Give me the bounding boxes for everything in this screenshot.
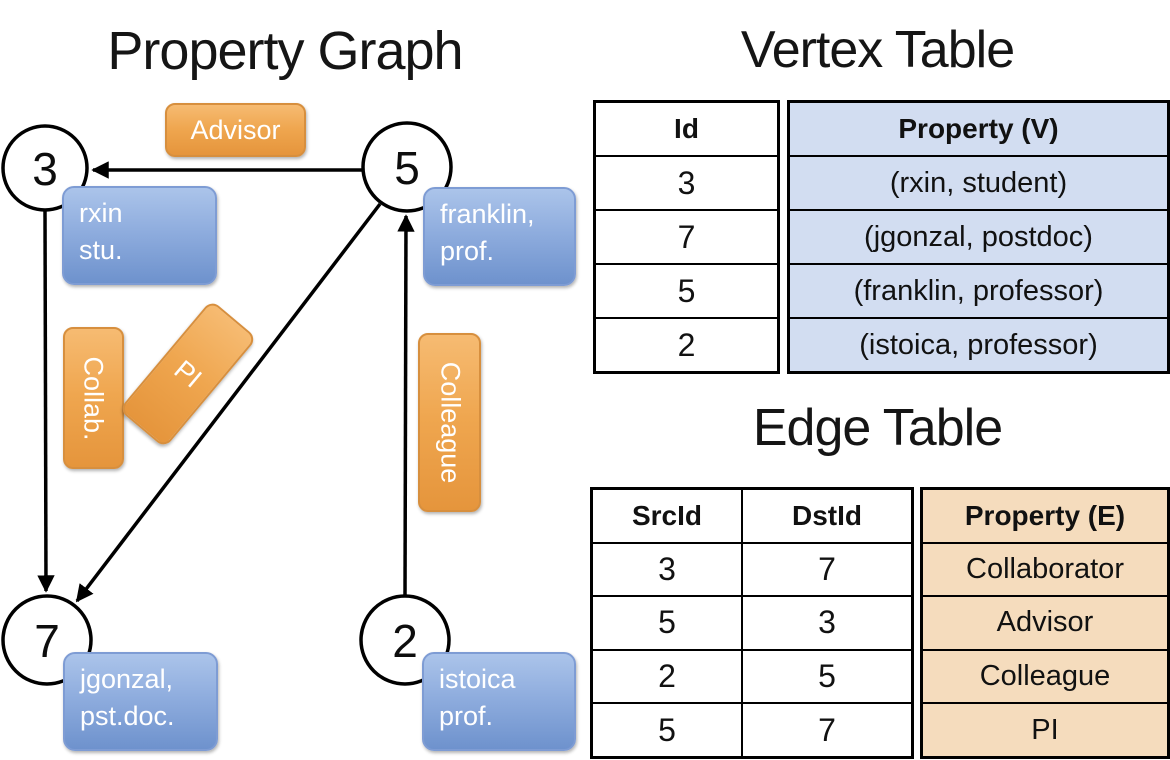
node-5-label: 5: [394, 142, 420, 194]
vertex-prop-3-line2: stu.: [79, 235, 123, 265]
vertex-table-header-property: Property (V): [898, 113, 1059, 144]
vertex-id-cell: 2: [596, 317, 777, 371]
edge-table-header-srcid: SrcId: [631, 499, 703, 531]
node-3-label: 3: [32, 143, 58, 195]
vertex-property-cell: (rxin, student): [790, 155, 1167, 209]
edge-property-cell: Advisor: [923, 595, 1167, 649]
edge-table-title: Edge Table: [752, 399, 1003, 457]
vertex-table-header-id: Id: [674, 113, 699, 144]
vertex-table-id-column: Id 3 7 5 2: [593, 100, 780, 374]
vertex-property-cell: (istoica, professor): [790, 317, 1167, 371]
vertex-prop-box-5: franklin, prof.: [423, 187, 576, 286]
vertex-prop-3-line1: rxin: [79, 198, 123, 228]
vertex-prop-box-2: istoica prof.: [422, 652, 576, 751]
vertex-prop-box-7: jgonzal, pst.doc.: [63, 652, 218, 751]
vertex-property-cell: (franklin, professor): [790, 263, 1167, 317]
property-graph-title: Property Graph: [107, 21, 463, 81]
edge-src-cell: 3: [658, 550, 676, 587]
vertex-prop-2-line2: prof.: [439, 701, 494, 731]
vertex-table-title: Vertex Table: [740, 21, 1015, 79]
vertex-prop-7-line2: pst.doc.: [80, 701, 175, 731]
edge-label-collab: Collab.: [63, 327, 124, 469]
edge-label-colleague: Colleague: [418, 333, 481, 512]
edge-dst-cell: 5: [741, 650, 911, 703]
edge-table-id-columns: SrcId DstId 3 7 5 3 2 5 5 7: [590, 487, 914, 759]
edge-label-collab-text: Collab.: [79, 355, 110, 441]
vertex-prop-box-3: rxin stu.: [62, 186, 217, 285]
vertex-id-cell: 7: [596, 209, 777, 263]
vertex-prop-7-line1: jgonzal,: [80, 664, 174, 694]
edge-dst-cell: 3: [741, 597, 911, 649]
edge-property-cell: Colleague: [923, 648, 1167, 703]
edge-colleague-2-to-5: [397, 214, 415, 598]
edge-property-cell: Collaborator: [923, 541, 1167, 596]
edge-collab-3-to-7: [37, 210, 55, 593]
vertex-id-cell: 5: [596, 263, 777, 317]
edge-table-property-column: Property (E) Collaborator Advisor Collea…: [920, 487, 1170, 759]
edge-dst-cell: 7: [741, 704, 911, 756]
vertex-prop-2-line1: istoica: [439, 664, 516, 694]
edge-label-advisor-text: Advisor: [190, 114, 281, 145]
edge-property-cell: PI: [923, 702, 1167, 756]
edge-src-cell: 5: [658, 711, 676, 748]
vertex-prop-5-line1: franklin,: [440, 199, 535, 229]
edge-table-header-dstid: DstId: [741, 490, 911, 542]
edge-label-colleague-text: Colleague: [435, 361, 465, 484]
vertex-table-property-column: Property (V) (rxin, student) (jgonzal, p…: [787, 100, 1170, 374]
vertex-id-cell: 3: [596, 155, 777, 209]
edge-label-pi-text: PI: [168, 353, 208, 394]
edge-src-cell: 2: [658, 658, 676, 695]
node-2-label: 2: [392, 615, 418, 667]
node-7-label: 7: [34, 615, 60, 667]
edge-src-cell: 5: [658, 604, 676, 641]
edge-table-header-property: Property (E): [964, 499, 1126, 531]
vertex-property-cell: (jgonzal, postdoc): [790, 209, 1167, 263]
vertex-prop-5-line2: prof.: [440, 236, 495, 266]
edge-pi-5-to-7: [75, 202, 382, 603]
edge-dst-cell: 7: [741, 543, 911, 596]
edge-label-advisor: Advisor: [165, 103, 306, 157]
